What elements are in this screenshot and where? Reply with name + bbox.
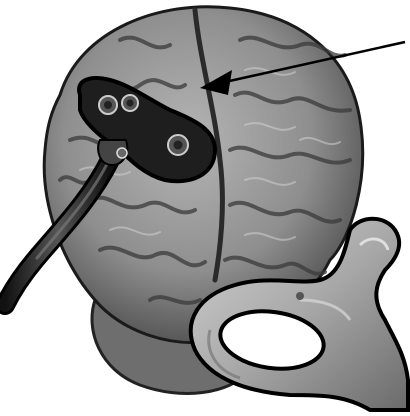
electrode-contact <box>168 135 188 155</box>
electrode-contact <box>117 148 127 158</box>
electrode-contact <box>122 95 138 111</box>
electrode-contact <box>99 96 117 114</box>
